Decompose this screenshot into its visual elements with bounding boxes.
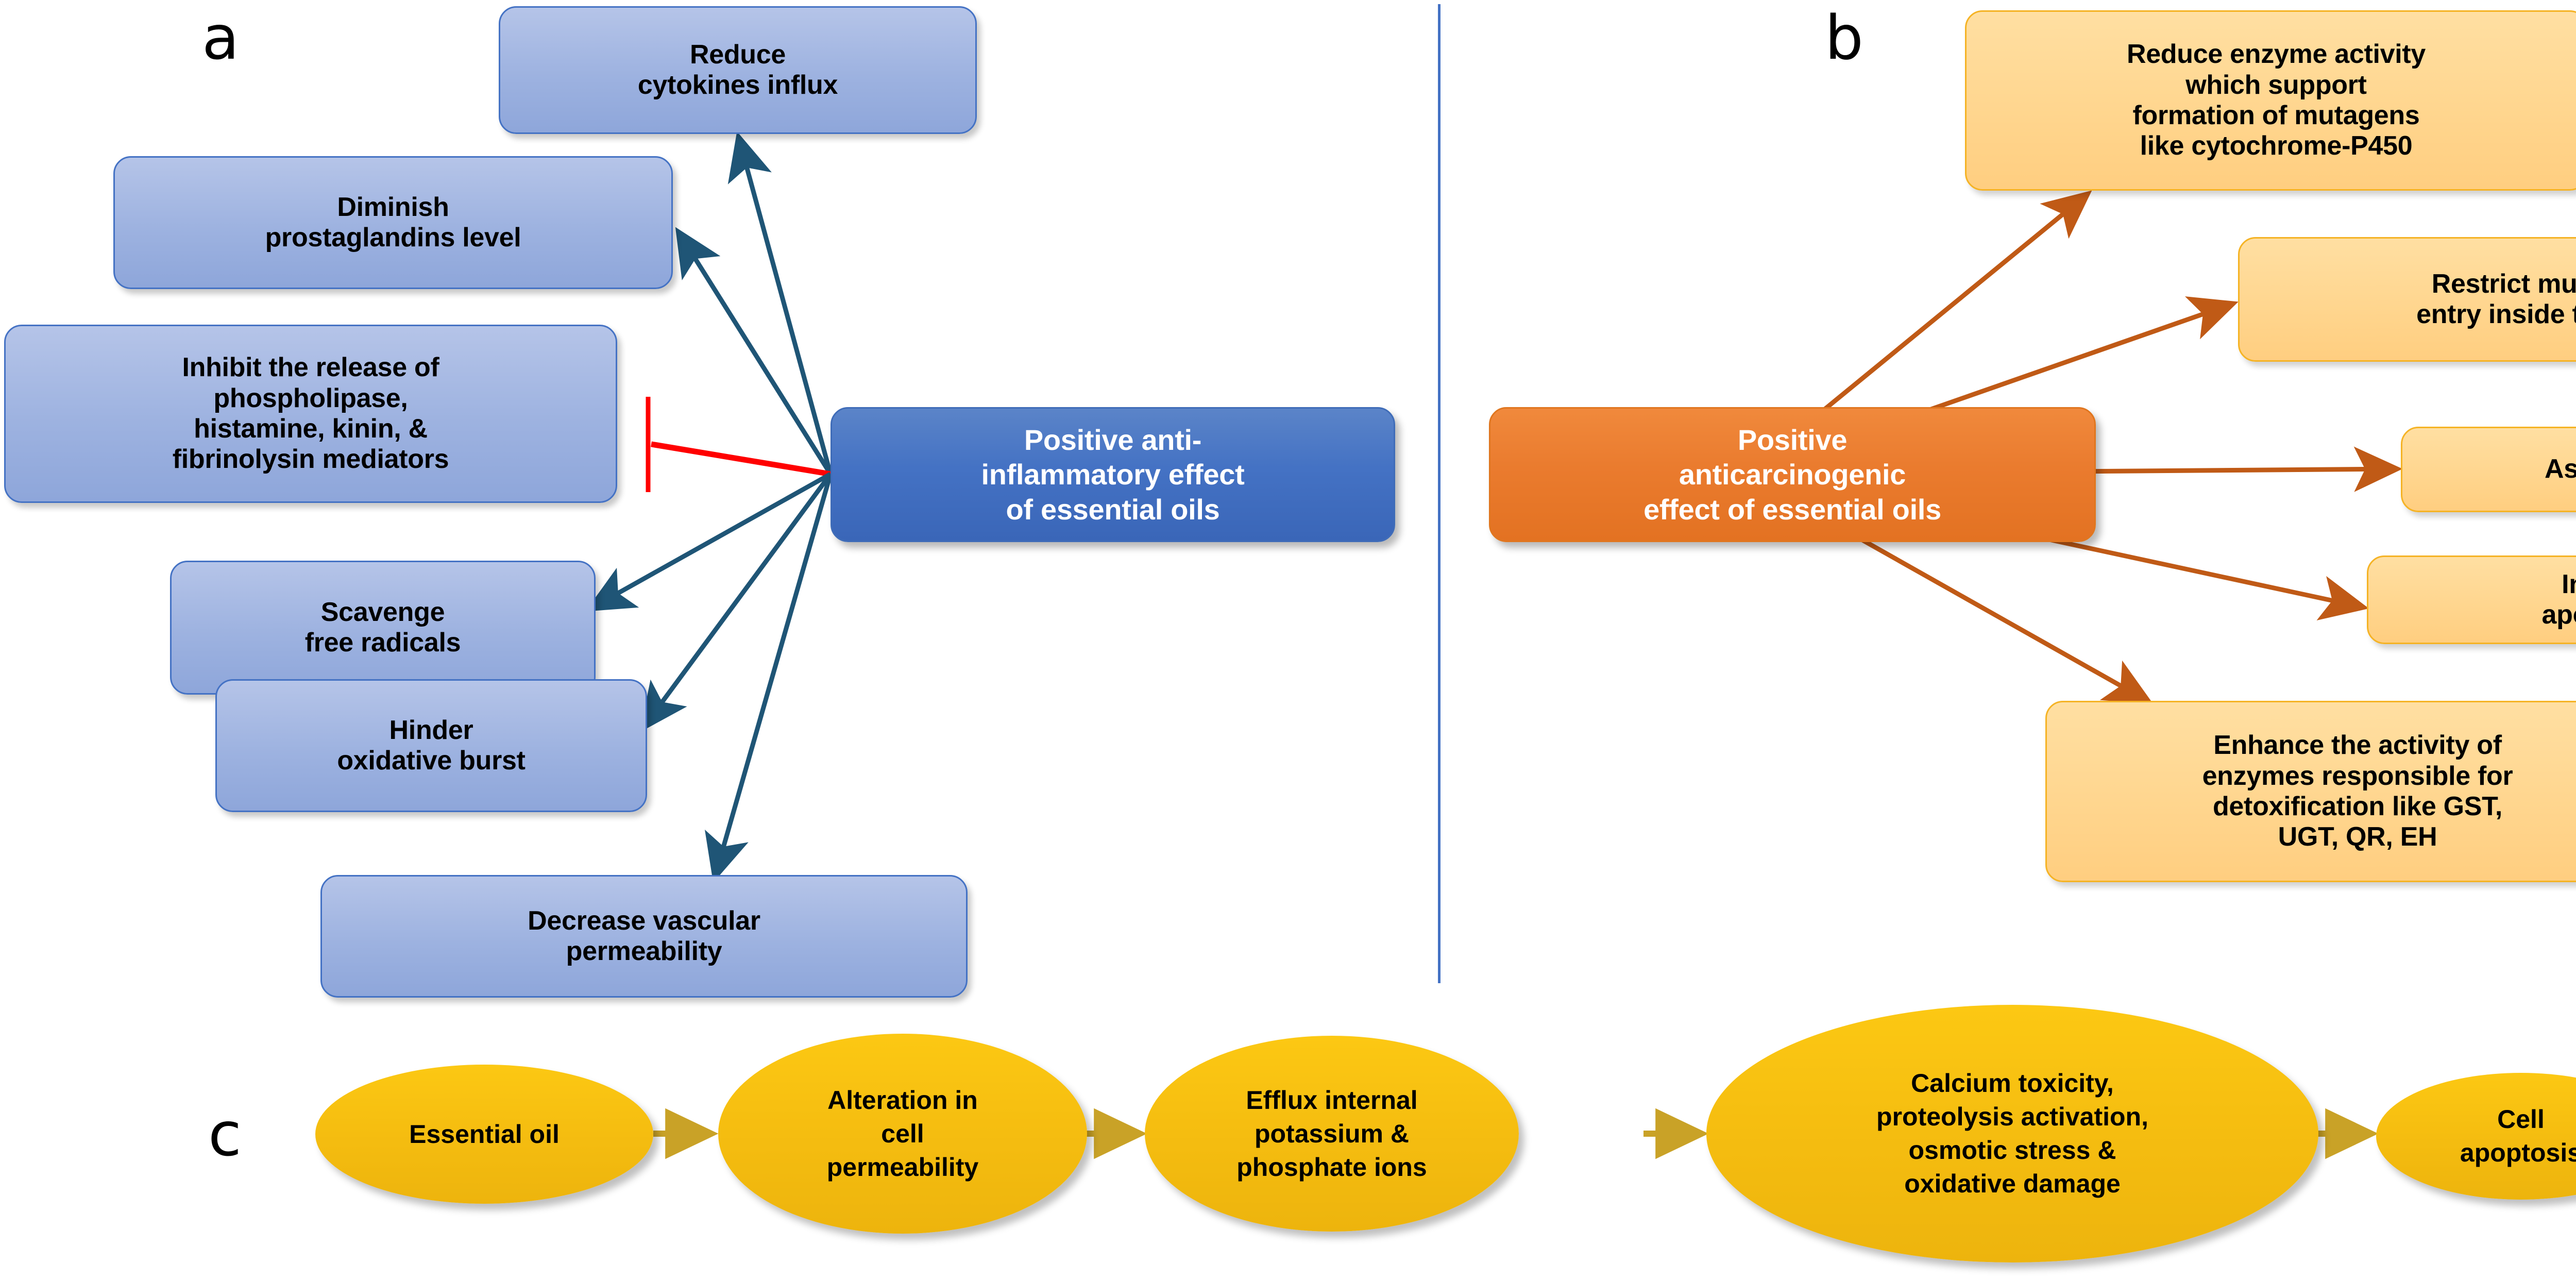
node-decrease-vascular[interactable]: Decrease vascular permeability <box>320 875 968 998</box>
ellipse-cell-apoptosis[interactable]: Cell apoptosis <box>2376 1073 2576 1200</box>
node-hub-anticarcinogenic[interactable]: Positive anticarcinogenic effect of esse… <box>1489 407 2096 542</box>
panel-label-b: b <box>1825 2 1863 73</box>
ellipse-efflux-ions[interactable]: Efflux internal potassium & phosphate io… <box>1145 1036 1519 1232</box>
node-diminish-prostaglandins[interactable]: Diminish prostaglandins level <box>113 156 673 289</box>
node-reduce-enzyme-activity[interactable]: Reduce enzyme activity which support for… <box>1965 10 2576 191</box>
node-as-antioxidant[interactable]: As antioxidant <box>2401 427 2576 512</box>
node-hub-anti-inflammatory[interactable]: Positive anti- inflammatory effect of es… <box>831 407 1395 542</box>
node-scavenge-radicals[interactable]: Scavenge free radicals <box>170 561 596 695</box>
ellipse-essential-oil[interactable]: Essential oil <box>315 1065 653 1204</box>
node-restrict-mutagens[interactable]: Restrict mutagens entry inside the cells <box>2238 237 2576 362</box>
panel-divider <box>1438 4 1440 983</box>
arrow-a-decrease-vascular <box>704 473 833 883</box>
ellipse-alteration-permeability[interactable]: Alteration in cell permeability <box>718 1034 1087 1234</box>
node-enhance-detox-enzymes[interactable]: Enhance the activity of enzymes responsi… <box>2045 701 2576 882</box>
panel-label-c: c <box>208 1099 242 1170</box>
arrow-a-scavenge-radicals <box>585 472 832 612</box>
ellipse-calcium-toxicity[interactable]: Calcium toxicity, proteolysis activation… <box>1706 1005 2318 1262</box>
node-inhibit-release[interactable]: Inhibit the release of phospholipase, hi… <box>4 325 617 503</box>
arrow-a-hinder-oxidative-burst <box>639 473 833 732</box>
inhibition-connector-a-inhibit-release <box>646 397 831 492</box>
arrow-a-reduce-cytokines <box>727 131 833 475</box>
node-hinder-oxidative-burst[interactable]: Hinder oxidative burst <box>215 679 647 812</box>
node-induce-apoptosis[interactable]: Induce apoptosis <box>2367 555 2576 644</box>
panel-label-a: a <box>202 2 240 73</box>
node-reduce-cytokines[interactable]: Reduce cytokines influx <box>499 6 977 134</box>
arrow-a-diminish-prostaglandins <box>675 227 833 476</box>
